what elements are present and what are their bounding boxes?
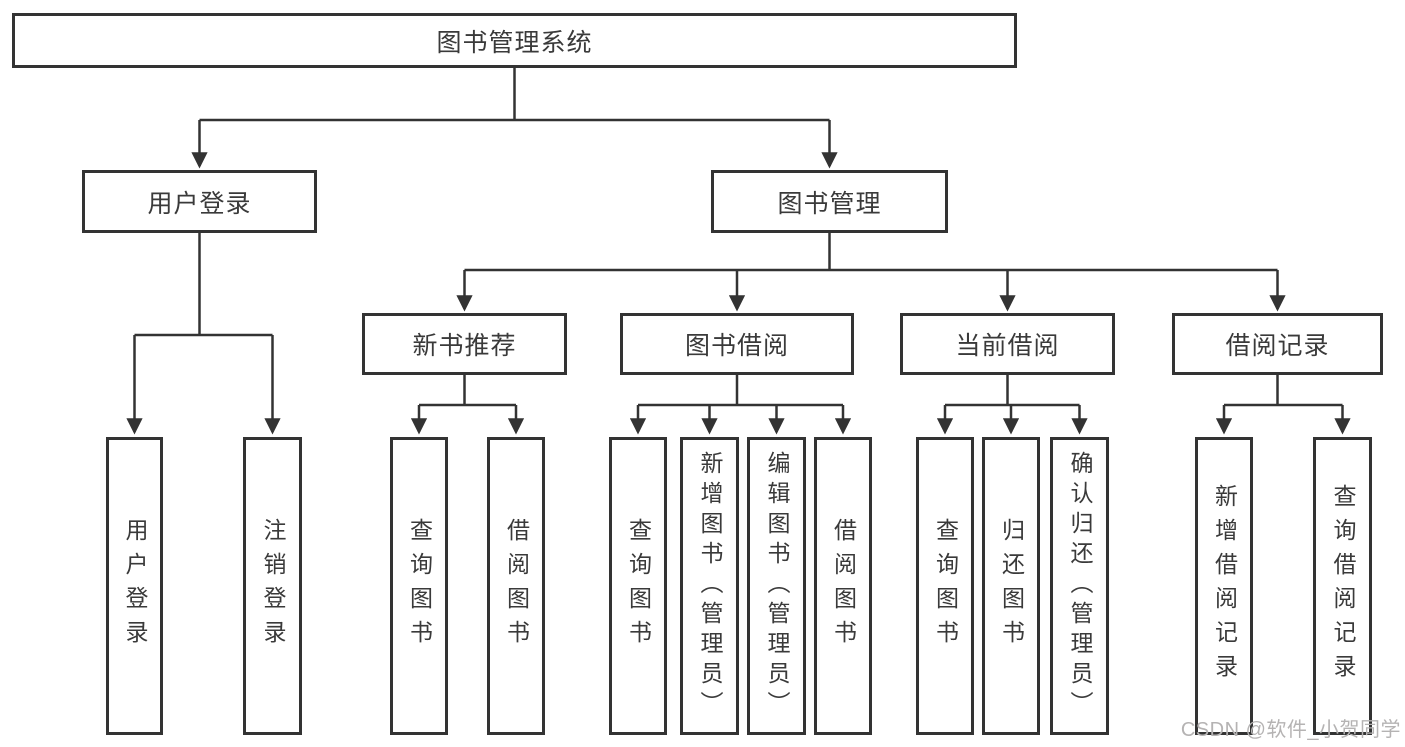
- leaf-borrow-books: 借阅图书: [814, 437, 872, 735]
- leaf-user-login: 用户登录: [106, 437, 163, 735]
- node-borrowing-records: 借阅记录: [1172, 313, 1383, 375]
- leaf-label: 注销登录: [260, 518, 286, 654]
- leaf-return-books: 归还图书: [982, 437, 1040, 735]
- leaf-query-borrow-record: 查询借阅记录: [1313, 437, 1372, 735]
- node-label: 新书推荐: [412, 332, 517, 360]
- leaf-add-borrow-record: 新增借阅记录: [1195, 437, 1253, 735]
- leaf-logout: 注销登录: [243, 437, 302, 735]
- leaf-label: 编辑图书（管理员）: [764, 451, 790, 721]
- csdn-watermark: CSDN @软件_小贺同学: [1180, 719, 1401, 741]
- node-label: 借阅记录: [1225, 332, 1330, 360]
- leaf-label: 借阅图书: [503, 518, 530, 654]
- leaf-label: 确认归还（管理员）: [1067, 451, 1093, 721]
- leaf-query-books-current: 查询图书: [916, 437, 974, 735]
- node-label: 图书管理: [777, 189, 882, 218]
- leaf-label: 新增借阅记录: [1211, 484, 1238, 688]
- leaf-label: 查询图书: [932, 518, 959, 654]
- node-label: 图书管理系统: [436, 28, 593, 57]
- leaf-label: 借阅图书: [830, 518, 857, 654]
- leaf-query-books-borrowing: 查询图书: [609, 437, 667, 735]
- leaf-label: 归还图书: [998, 518, 1025, 654]
- node-library-management-system: 图书管理系统: [12, 13, 1017, 68]
- node-label: 图书借阅: [684, 332, 789, 360]
- leaf-add-book-admin: 新增图书（管理员）: [680, 437, 739, 735]
- leaf-confirm-return-admin: 确认归还（管理员）: [1050, 437, 1109, 735]
- leaf-label: 查询图书: [625, 518, 652, 654]
- leaf-query-books-recommend: 查询图书: [390, 437, 448, 735]
- node-book-borrowing: 图书借阅: [620, 313, 854, 375]
- leaf-label: 查询借阅记录: [1330, 484, 1356, 688]
- node-book-management: 图书管理: [711, 170, 948, 233]
- node-label: 当前借阅: [955, 332, 1060, 360]
- node-new-book-recommend: 新书推荐: [362, 313, 567, 375]
- leaf-label: 查询图书: [406, 518, 433, 654]
- node-label: 用户登录: [147, 189, 252, 218]
- leaf-borrow-books-recommend: 借阅图书: [487, 437, 545, 735]
- node-user-login: 用户登录: [82, 170, 317, 233]
- node-current-borrowing: 当前借阅: [900, 313, 1115, 375]
- leaf-label: 用户登录: [122, 518, 148, 654]
- leaf-edit-book-admin: 编辑图书（管理员）: [747, 437, 806, 735]
- leaf-label: 新增图书（管理员）: [697, 451, 723, 721]
